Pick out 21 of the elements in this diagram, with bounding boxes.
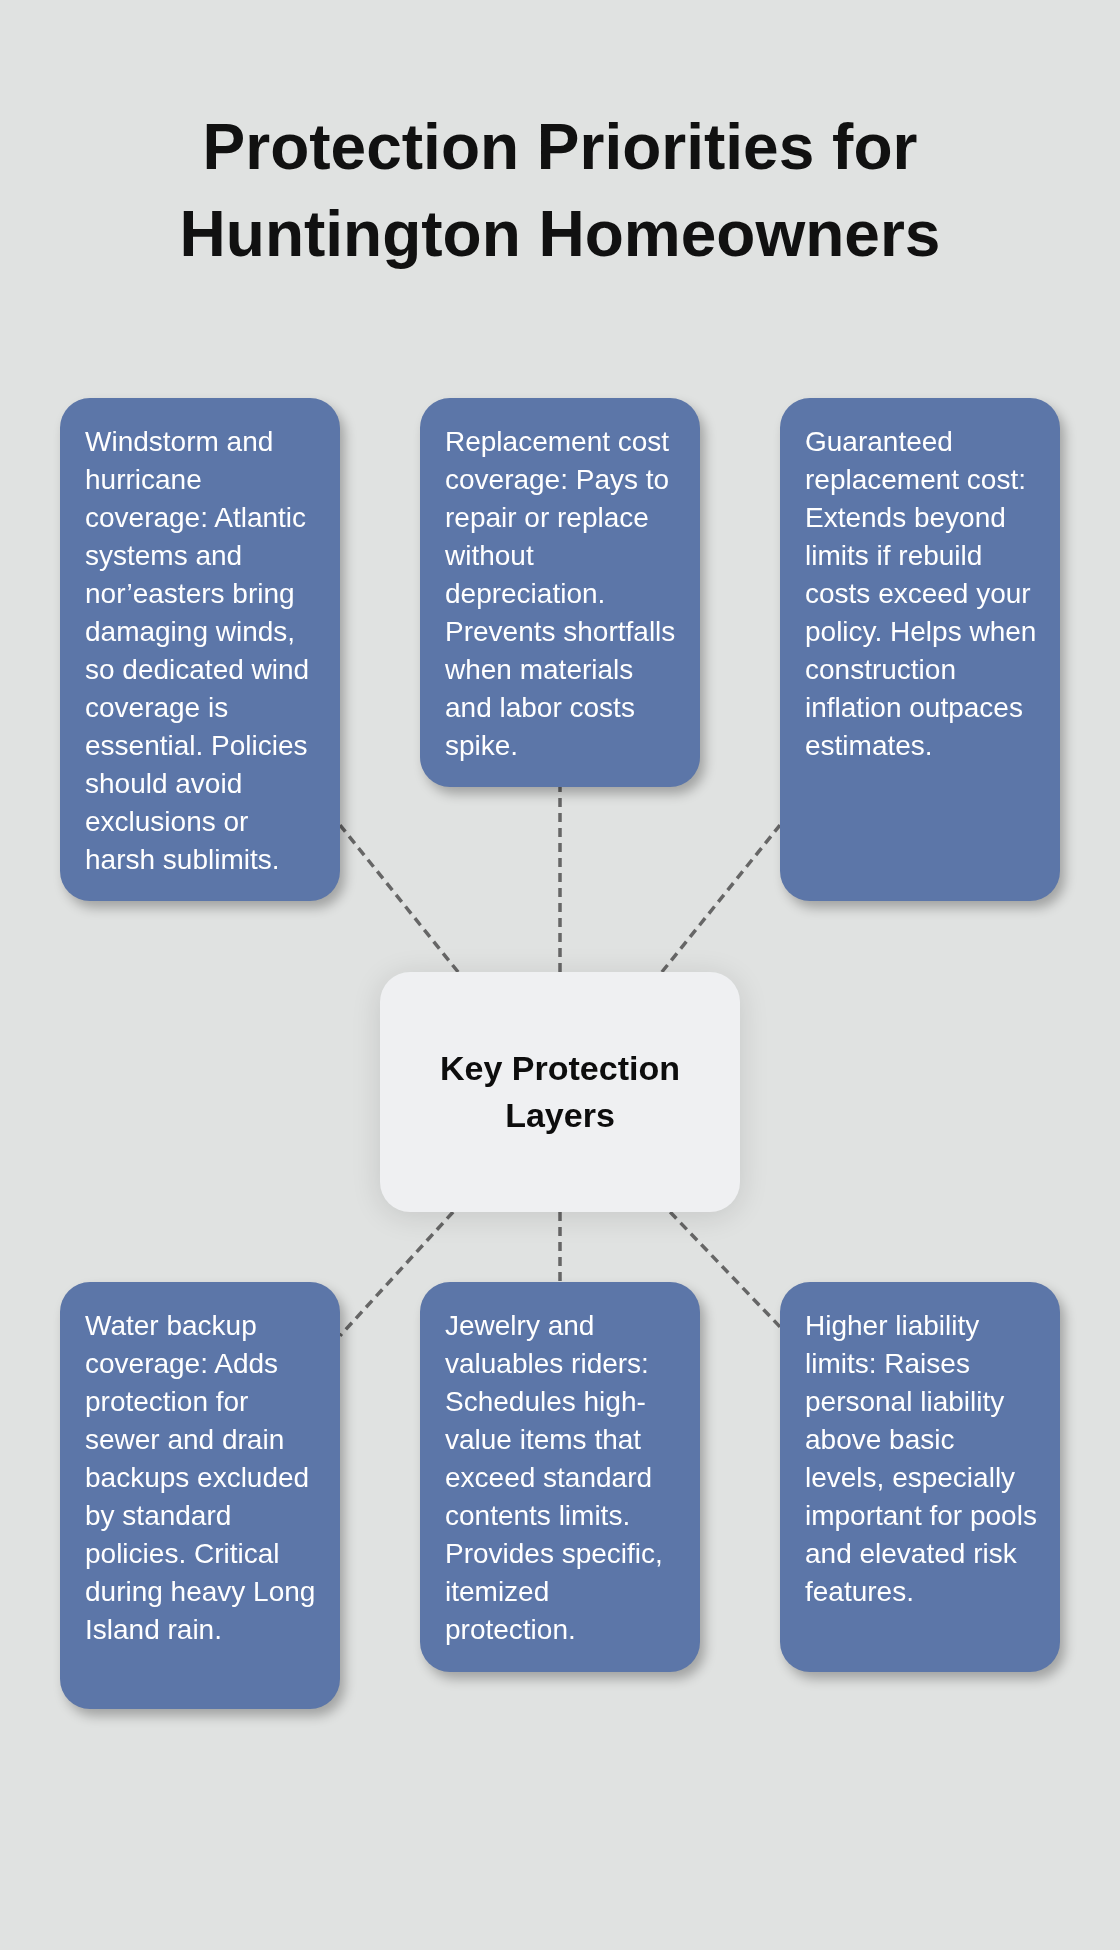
info-card bbox=[780, 398, 1060, 901]
info-card bbox=[60, 398, 340, 901]
dashed-connector bbox=[660, 823, 782, 974]
coverage-description: Jewelry and valuables riders: Schedules high-value items that exceed standard contents limits. Provides specific, itemized protection. bbox=[445, 1309, 664, 1647]
coverage-description: Higher liability limits: Raises personal liability above basic levels, especially important for pools and elevated risk features. bbox=[805, 1309, 1038, 1609]
dashed-connector bbox=[338, 823, 460, 974]
dashed-connector bbox=[668, 1210, 782, 1329]
info-card bbox=[420, 1282, 700, 1672]
coverage-description: Water backup coverage: Adds protection for sewer and drain backups excluded by standard policies. Critical during heavy Long Island rain. bbox=[85, 1309, 317, 1647]
coverage-description: Windstorm and hurricane coverage: Atlantic systems and nor’easters bring damaging winds, so dedicated wind coverage is essential. Policies should avoid exclusions or harsh sublimits. bbox=[85, 425, 311, 877]
coverage-description: Guaranteed replacement cost: Extends beyond limits if rebuild costs exceed your policy. Helps when construction inflation outpaces estimates. bbox=[805, 425, 1038, 763]
info-card bbox=[60, 1282, 340, 1709]
info-card bbox=[420, 398, 700, 787]
central-card bbox=[380, 972, 740, 1212]
central-heading: Key Protection Layers bbox=[439, 1048, 681, 1136]
dashed-connector bbox=[558, 1212, 562, 1282]
dashed-connector bbox=[338, 1210, 455, 1337]
info-card bbox=[780, 1282, 1060, 1672]
title: Protection Priorities for Huntington Homeowners bbox=[178, 110, 942, 272]
coverage-description: Replacement cost coverage: Pays to repair or replace without depreciation. Prevents shortfalls when materials and labor costs spike. bbox=[445, 425, 677, 763]
dashed-connector bbox=[558, 787, 562, 972]
